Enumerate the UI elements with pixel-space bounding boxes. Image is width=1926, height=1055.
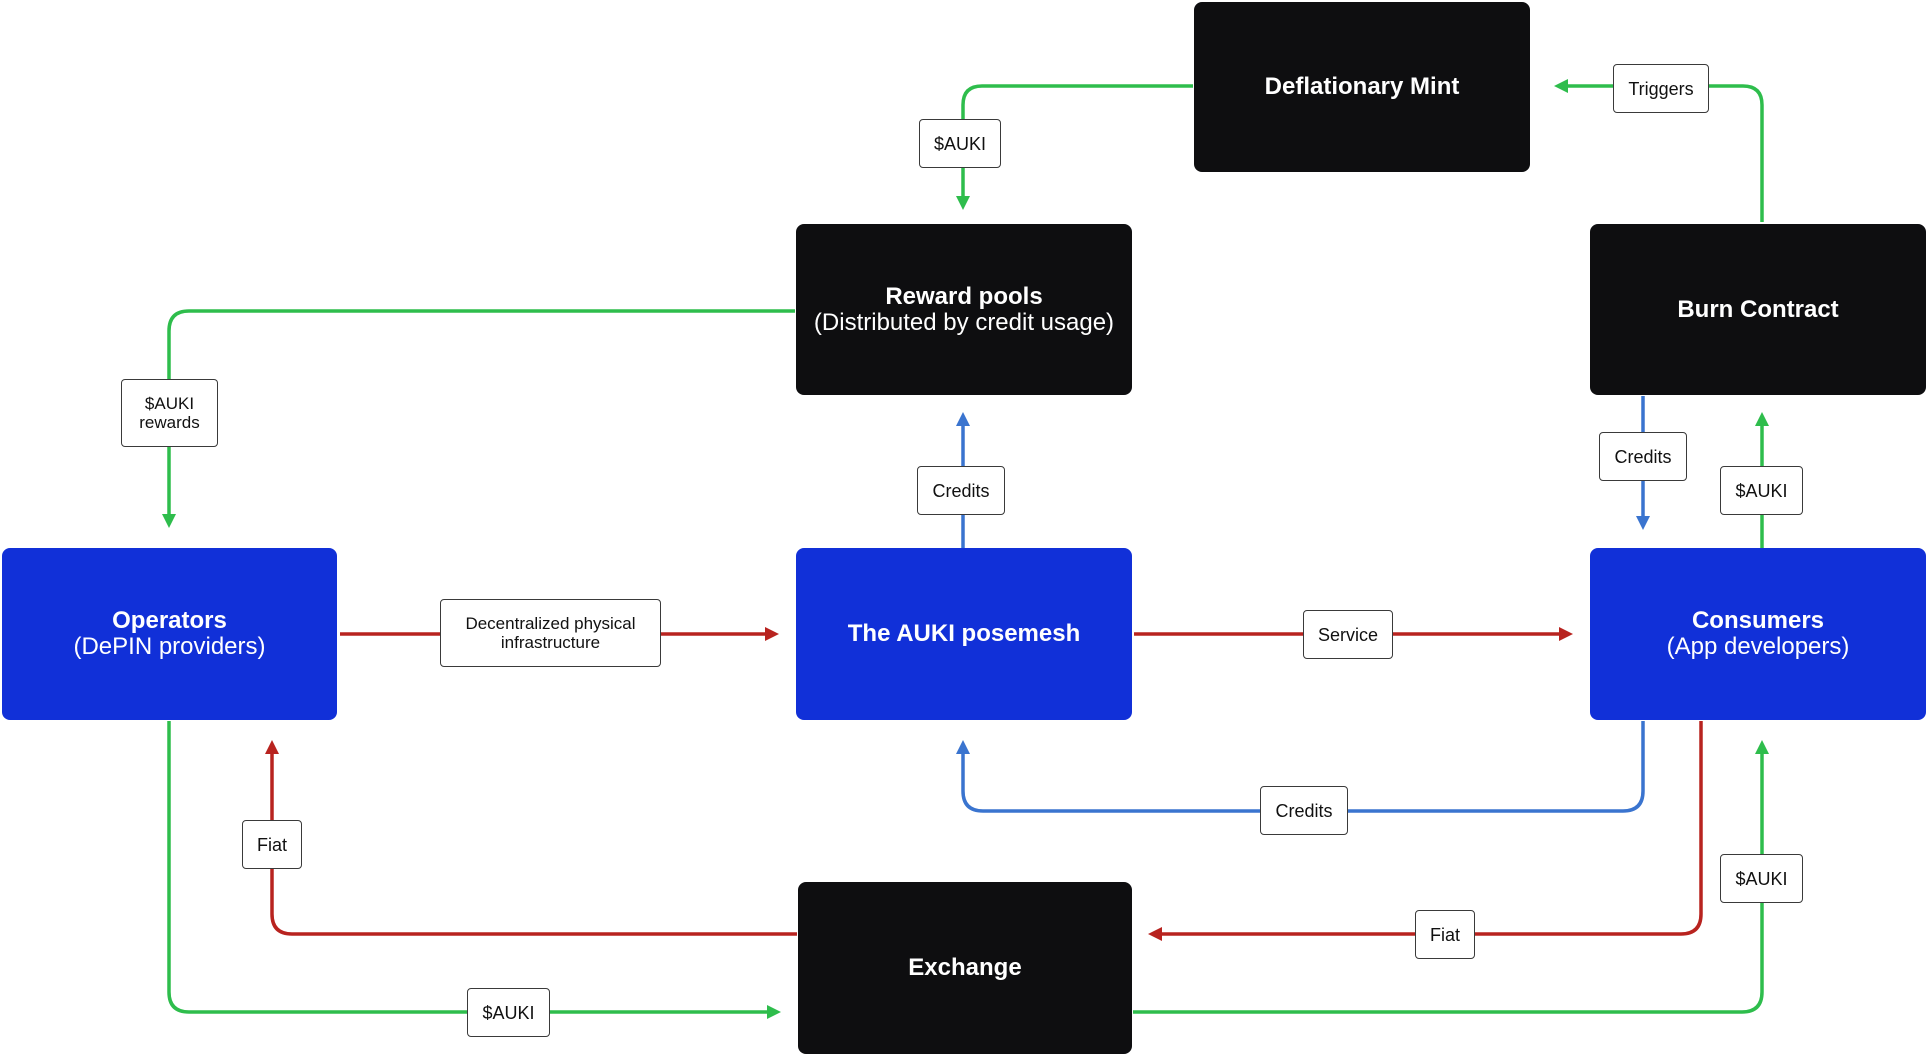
reward-pools-node: Reward pools (Distributed by credit usag… <box>796 224 1132 395</box>
edge-label-operators-to-posemesh: Decentralized physical infrastructure <box>440 599 661 667</box>
posemesh-node: The AUKI posemesh <box>796 548 1132 720</box>
node-title: Operators <box>112 607 227 634</box>
edge-label-mint-to-rewards: $AUKI <box>919 119 1001 168</box>
node-subtitle: (App developers) <box>1666 633 1850 660</box>
node-title: Consumers <box>1691 607 1825 634</box>
consumers-node: Consumers (App developers) <box>1590 548 1926 720</box>
node-title: Deflationary Mint <box>1264 73 1460 100</box>
node-title: Exchange <box>908 954 1022 981</box>
edge-label-line: infrastructure <box>500 633 601 652</box>
edge-label-burn-to-consumers: Credits <box>1599 432 1687 481</box>
deflationary-mint-node: Deflationary Mint <box>1194 2 1530 172</box>
arrow-exchange-to-consumers <box>1133 740 1769 1014</box>
arrow-rewards-to-operators <box>162 309 795 528</box>
edge-label-posemesh-to-consumers: Service <box>1303 610 1393 659</box>
edge-label-exchange-to-consumers: $AUKI <box>1720 854 1803 903</box>
edge-label-line: rewards <box>139 413 200 432</box>
edge-label-exchange-to-operators: Fiat <box>242 820 302 869</box>
edge-label-consumers-to-exchange: Fiat <box>1415 910 1475 959</box>
arrow-mint-to-rewards <box>956 84 1193 210</box>
arrow-consumers-to-exchange <box>1148 721 1703 941</box>
edge-label-posemesh-to-rewards: Credits <box>917 466 1005 515</box>
edge-label-line: $AUKI <box>144 394 195 413</box>
edge-label-operators-to-exchange: $AUKI <box>467 988 550 1037</box>
arrow-operators-to-exchange <box>167 721 781 1019</box>
edge-label-line: Decentralized physical <box>465 614 636 633</box>
arrow-exchange-to-operators <box>265 740 797 936</box>
arrow-burn-triggers-mint <box>1554 79 1764 222</box>
edge-label-consumers-to-burn: $AUKI <box>1720 466 1803 515</box>
node-subtitle: (DePIN providers) <box>73 633 266 660</box>
node-subtitle: (Distributed by credit usage) <box>813 308 1115 336</box>
burn-contract-node: Burn Contract <box>1590 224 1926 395</box>
exchange-node: Exchange <box>798 882 1132 1054</box>
node-title: Burn Contract <box>1677 295 1839 323</box>
operators-node: Operators (DePIN providers) <box>2 548 337 720</box>
edge-label-rewards-to-operators: $AUKI rewards <box>121 379 218 447</box>
node-title: Reward pools <box>885 282 1043 310</box>
edge-label-consumers-to-posemesh: Credits <box>1260 786 1348 835</box>
node-title: The AUKI posemesh <box>847 620 1081 647</box>
edge-label-burn-triggers-mint: Triggers <box>1613 64 1709 113</box>
